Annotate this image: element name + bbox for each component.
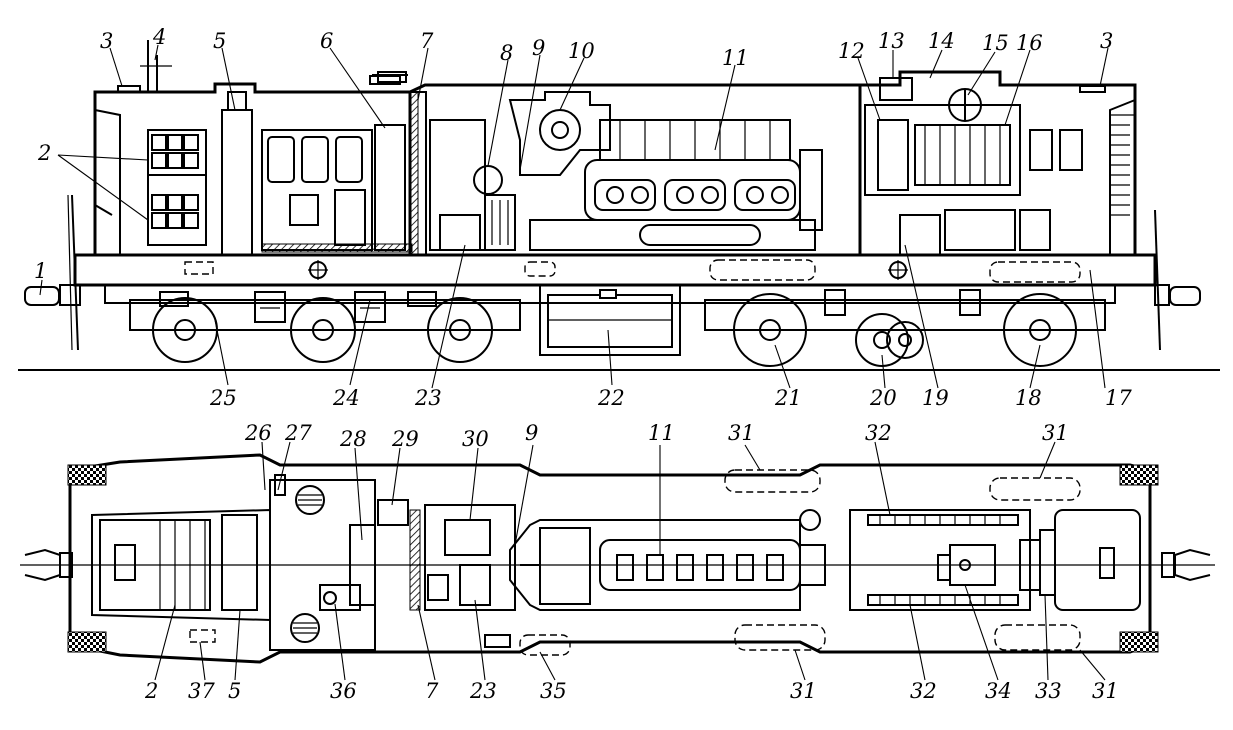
label-20: 20 [869,386,897,410]
plan-label-32b: 32 [910,679,937,703]
plan-label-31a: 31 [728,421,755,445]
label-16: 16 [1016,31,1043,55]
plan-label-35: 35 [540,679,567,703]
plan-label-23: 23 [469,679,497,703]
label-2: 2 [37,141,51,165]
radiator-rows [867,514,1019,606]
label-15: 15 [982,31,1009,55]
radiator-grille [1110,124,1130,216]
plan-label-36: 36 [330,679,357,703]
plan-label-29: 29 [391,427,419,451]
label-6: 6 [320,29,333,53]
plan-label-9: 9 [525,421,538,445]
label-3: 3 [100,29,113,53]
plan-label-31d: 31 [1092,679,1119,703]
label-5: 5 [213,29,226,53]
label-22: 22 [597,386,625,410]
label-7: 7 [420,29,434,53]
plan-label-28: 28 [339,427,367,451]
label-4: 4 [152,25,166,49]
label-24: 24 [332,386,360,410]
label-13: 13 [878,29,905,53]
plan-view-labels: 2 5 7 9 11 23 26 27 28 29 30 31 31 31 31… [144,421,1119,703]
label-1: 1 [34,259,47,283]
plan-label-11: 11 [648,421,675,445]
label-23: 23 [414,386,442,410]
plan-label-37: 37 [188,679,215,703]
plan-label-2: 2 [144,679,158,703]
plan-label-26: 26 [244,421,272,445]
front-bogie [129,291,521,363]
label-8: 8 [500,41,513,65]
plan-view-leaders [154,441,1106,681]
label-19: 19 [922,386,949,410]
label-3b: 3 [1100,29,1113,53]
label-14: 14 [928,29,955,53]
label-11: 11 [722,46,749,70]
label-10: 10 [568,39,595,63]
side-view-leaders [39,44,1109,389]
label-21: 21 [774,386,802,410]
side-view-labels: 1 2 3 3 4 5 6 7 8 9 10 11 12 13 14 15 16… [34,25,1132,410]
plan-label-31b: 31 [1042,421,1069,445]
plan-label-34: 34 [985,679,1012,703]
label-18: 18 [1015,386,1042,410]
label-12: 12 [838,39,865,63]
plan-label-32a: 32 [865,421,892,445]
label-9: 9 [532,36,545,60]
plan-label-30: 30 [462,427,489,451]
plan-label-33: 33 [1035,679,1062,703]
side-view [18,40,1220,389]
plan-label-31c: 31 [790,679,817,703]
label-17: 17 [1105,386,1132,410]
plan-label-5: 5 [228,679,241,703]
plan-label-27: 27 [284,421,312,445]
plan-label-7: 7 [425,679,439,703]
label-25: 25 [209,386,237,410]
plan-view [20,441,1215,681]
rear-bogie [704,289,1106,367]
